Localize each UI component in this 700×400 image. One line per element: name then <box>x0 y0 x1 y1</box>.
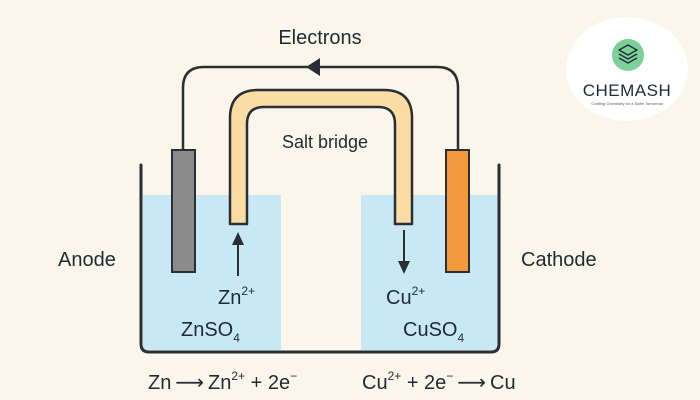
layers-icon <box>612 39 644 71</box>
salt-bridge <box>228 88 414 226</box>
logo-name: CHEMASH <box>583 81 672 100</box>
cathode-label: Cathode <box>521 249 597 271</box>
right-solution <box>361 195 499 350</box>
anode-electrode <box>171 149 196 273</box>
electron-flow-arrow <box>306 58 320 76</box>
electrons-label: Electrons <box>278 27 361 49</box>
zn-ion-arrow <box>232 232 244 276</box>
chemash-logo[interactable]: CHEMASH Crafting Chemistry for a Safer T… <box>566 17 688 121</box>
cu-ion-label: Cu2+ <box>386 284 425 309</box>
cuso4-label: CuSO4 <box>403 319 464 345</box>
cathode-electrode <box>445 149 470 273</box>
cell-container <box>139 163 501 354</box>
left-solution <box>143 195 281 350</box>
logo-tagline: Crafting Chemistry for a Safer Tomorrow <box>591 101 663 106</box>
external-wire <box>181 65 460 150</box>
oxidation-equation: Zn⟶Zn2+ + 2e− <box>148 369 297 394</box>
znso4-label: ZnSO4 <box>181 319 240 345</box>
anode-label: Anode <box>58 249 116 271</box>
cu-ion-arrow <box>398 230 410 274</box>
reduction-equation: Cu2+ + 2e−⟶Cu <box>362 369 516 394</box>
salt-bridge-label: Salt bridge <box>282 132 368 152</box>
zn-ion-label: Zn2+ <box>218 284 255 309</box>
